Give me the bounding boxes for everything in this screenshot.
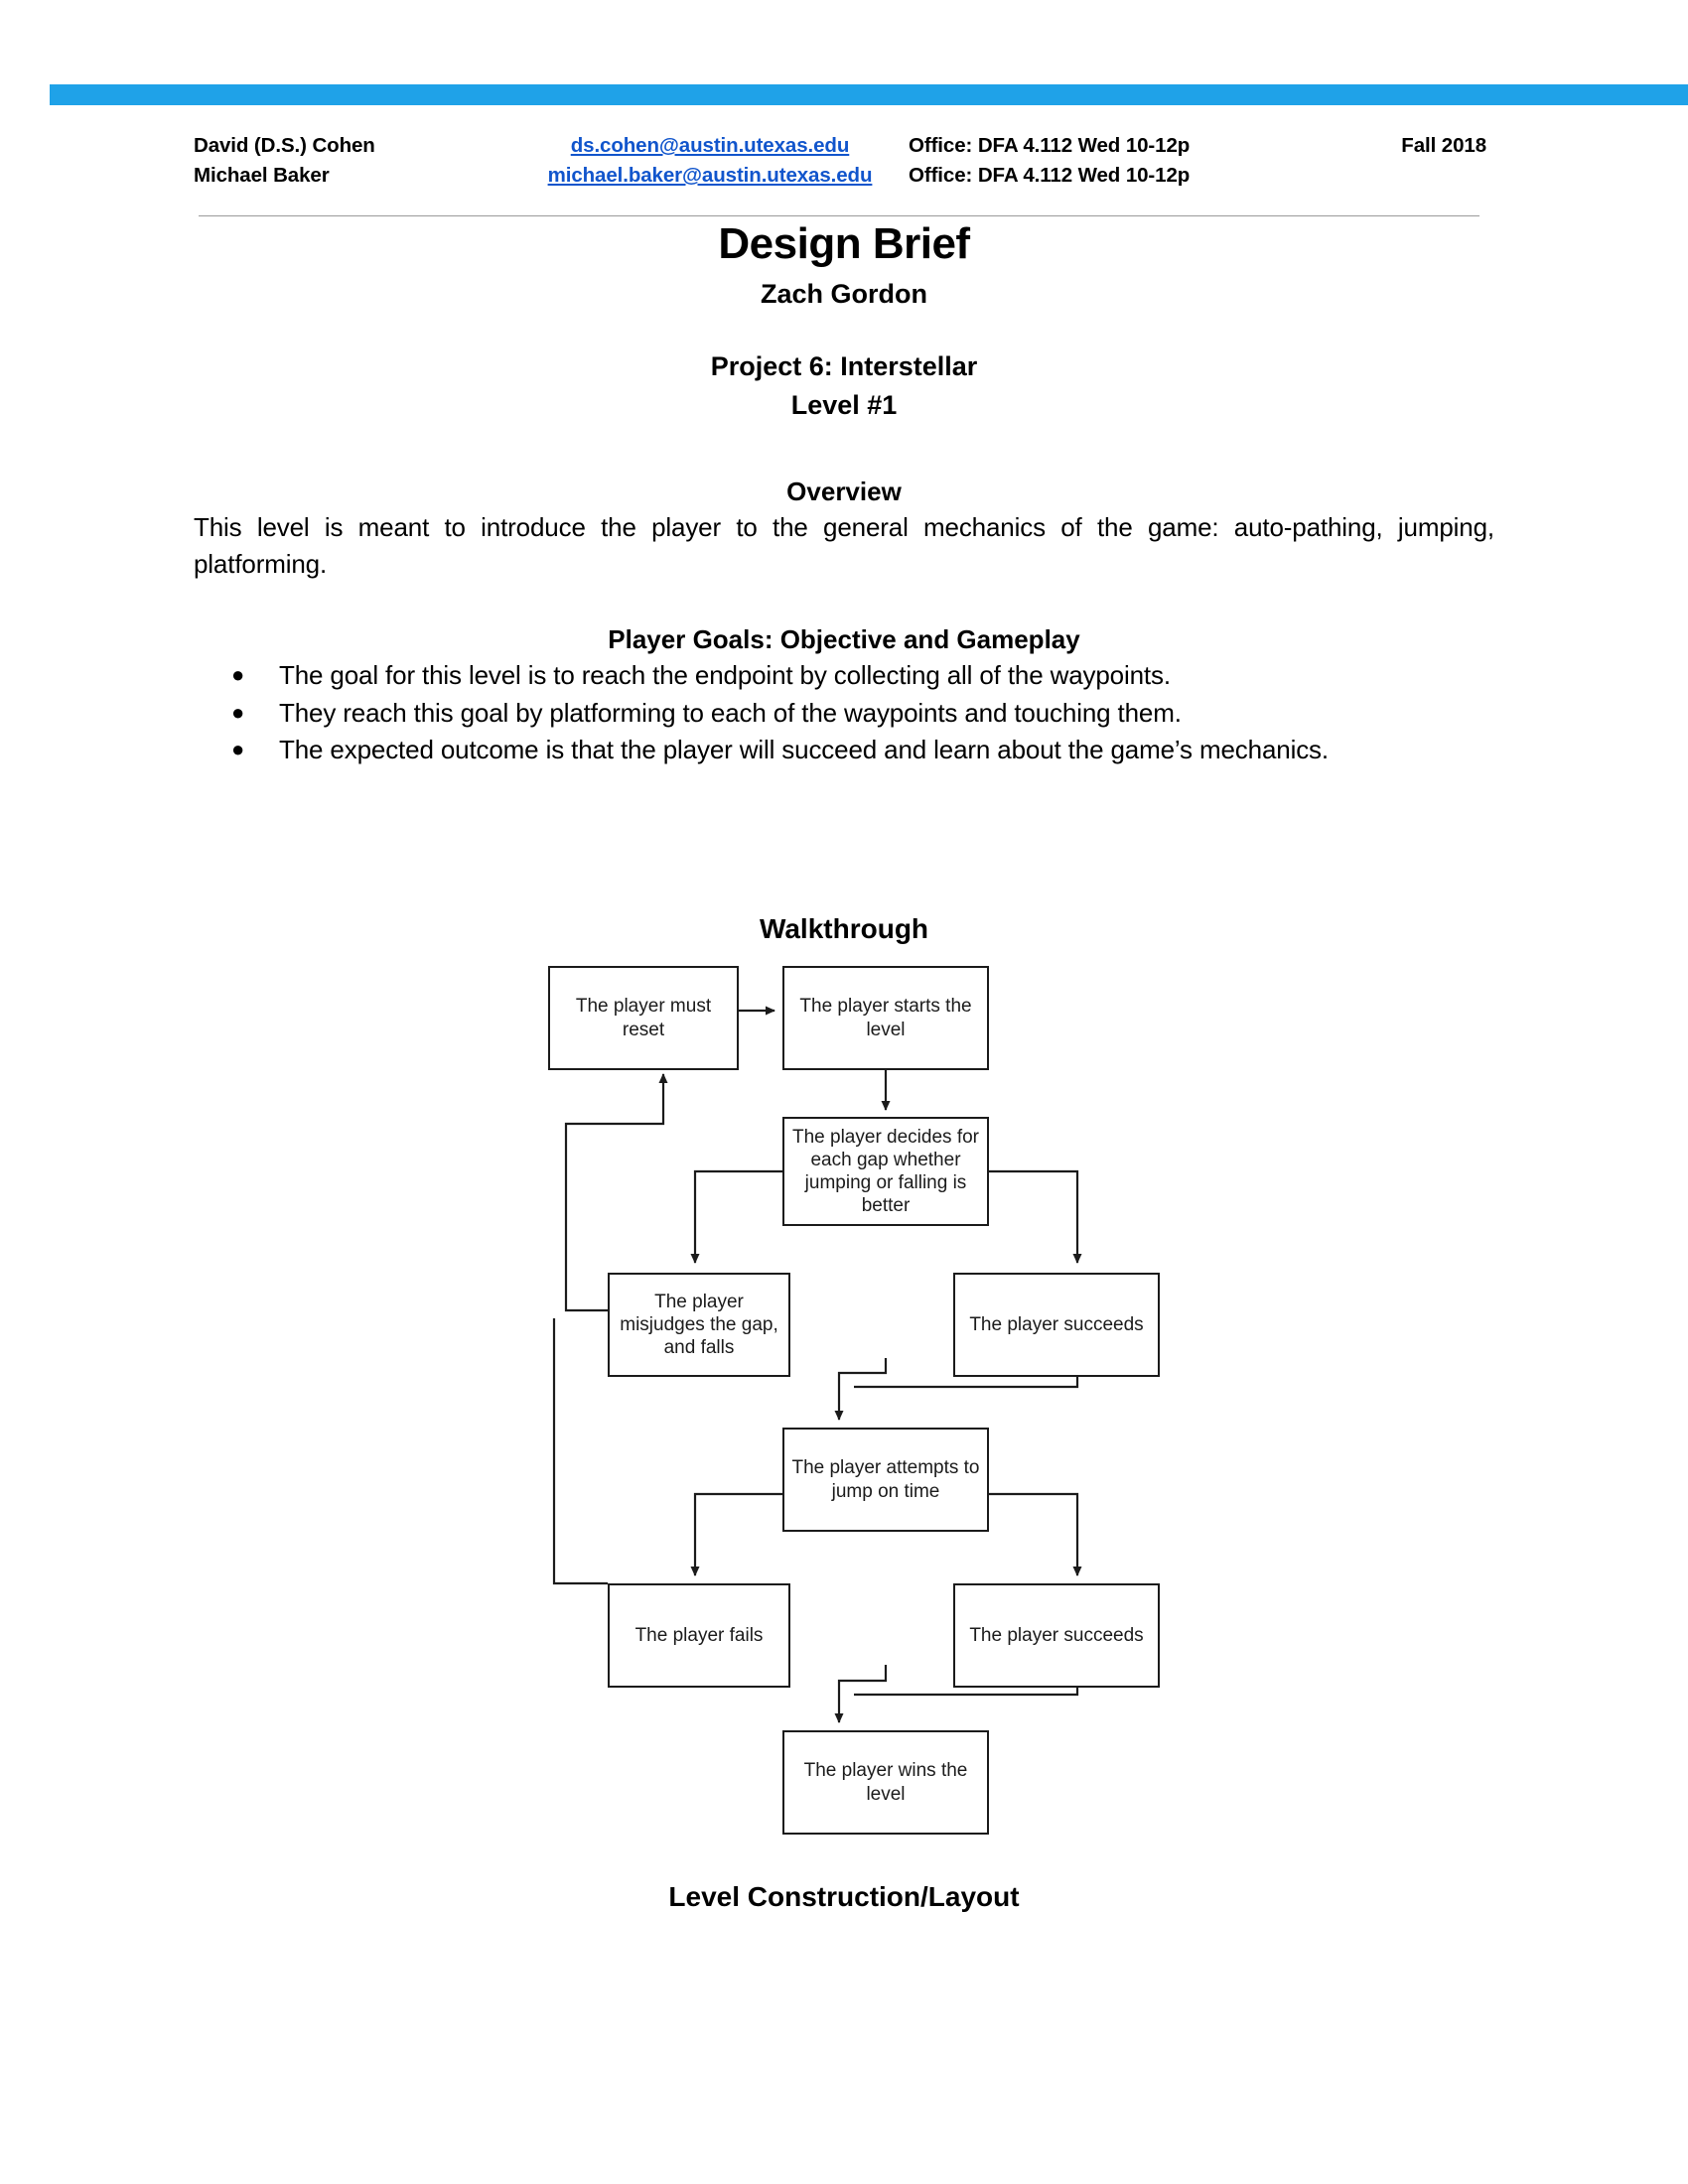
instructor-row: David (D.S.) Cohen ds.cohen@austin.utexa… [194, 131, 1494, 161]
bullet-icon: ● [231, 737, 245, 762]
list-item: ● They reach this goal by platforming to… [231, 695, 1494, 732]
walkthrough-heading: Walkthrough [759, 913, 929, 944]
instructor-header: David (D.S.) Cohen ds.cohen@austin.utexa… [194, 131, 1494, 191]
list-item-text: They reach this goal by platforming to e… [279, 697, 1182, 728]
flow-node-reset[interactable]: The player must reset [548, 966, 739, 1070]
instructor-email-cell: michael.baker@austin.utexas.edu [511, 161, 909, 191]
player-goals-heading: Player Goals: Objective and Gameplay [608, 623, 1080, 654]
flow-node-succeeds-1[interactable]: The player succeeds [953, 1273, 1160, 1377]
instructor-row: Michael Baker michael.baker@austin.utexa… [194, 161, 1494, 191]
page-title: Design Brief [718, 219, 970, 268]
spacer [194, 310, 1494, 347]
bullet-icon: ● [231, 699, 245, 725]
instructor-name: Michael Baker [194, 164, 330, 187]
flow-node-misjudge[interactable]: The player misjudges the gap, and falls [608, 1273, 790, 1377]
list-item-text: The goal for this level is to reach the … [279, 660, 1171, 691]
document-body: David (D.S.) Cohen ds.cohen@austin.utexa… [194, 131, 1494, 769]
instructor-name: David (D.S.) Cohen [194, 134, 375, 157]
term-label: Fall 2018 [1401, 134, 1486, 157]
list-item: ● The goal for this level is to reach th… [231, 657, 1494, 694]
instructor-office: Office: DFA 4.112 Wed 10-12p [909, 134, 1191, 157]
list-item-text: The expected outcome is that the player … [279, 735, 1329, 765]
flow-node-wins[interactable]: The player wins the level [782, 1730, 989, 1835]
flow-node-decide[interactable]: The player decides for each gap whether … [782, 1117, 989, 1226]
author-name: Zach Gordon [761, 278, 927, 309]
player-goals-list: ● The goal for this level is to reach th… [194, 657, 1494, 768]
flow-node-attempt[interactable]: The player attempts to jump on time [782, 1428, 989, 1532]
instructor-email-link[interactable]: ds.cohen@austin.utexas.edu [570, 134, 850, 157]
instructor-email-cell: ds.cohen@austin.utexas.edu [511, 131, 909, 161]
level-construction-heading: Level Construction/Layout [668, 1881, 1020, 1912]
spacer [194, 426, 1494, 474]
header-divider [199, 215, 1479, 216]
level-label: Level #1 [790, 390, 898, 421]
spacer [194, 584, 1494, 621]
flowchart-connectors [552, 1006, 1082, 1723]
project-label: Project 6: Interstellar [710, 351, 978, 382]
instructor-office: Office: DFA 4.112 Wed 10-12p [909, 164, 1191, 187]
bullet-icon: ● [231, 662, 245, 688]
list-item: ● The expected outcome is that the playe… [231, 732, 1494, 768]
overview-body: This level is meant to introduce the pla… [194, 511, 1494, 580]
flow-node-fails[interactable]: The player fails [608, 1583, 790, 1688]
flow-node-succeeds-2[interactable]: The player succeeds [953, 1583, 1160, 1688]
overview-heading: Overview [786, 476, 902, 506]
flow-node-start[interactable]: The player starts the level [782, 966, 989, 1070]
walkthrough-flowchart: The player must reset The player starts … [536, 953, 1192, 1837]
accent-bar [50, 84, 1688, 105]
instructor-email-link[interactable]: michael.baker@austin.utexas.edu [547, 164, 873, 187]
